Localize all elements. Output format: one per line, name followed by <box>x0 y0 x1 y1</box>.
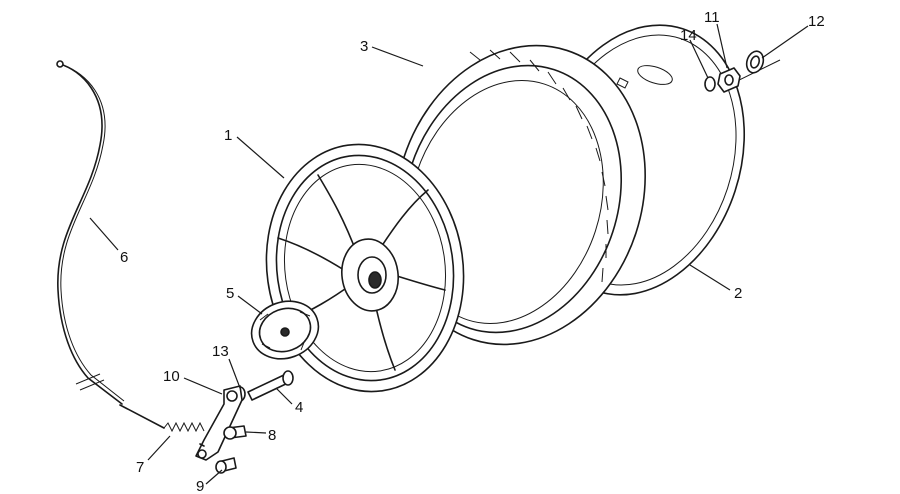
part-6-brake-cable <box>56 60 125 405</box>
callout-6: 6 <box>120 249 128 266</box>
callout-1: 1 <box>224 127 232 144</box>
callout-10: 10 <box>163 368 180 385</box>
callout-5: 5 <box>226 285 234 302</box>
part-14-washer <box>704 76 716 92</box>
part-8-bolt <box>223 425 247 440</box>
part-11-nut <box>717 67 741 93</box>
part-4-cam-shaft <box>247 370 294 401</box>
part-10-brake-lever <box>195 385 243 461</box>
callout-8: 8 <box>268 427 276 444</box>
callout-9: 9 <box>196 478 204 494</box>
callout-11: 11 <box>704 9 720 26</box>
callout-12: 12 <box>808 13 825 30</box>
callout-14: 14 <box>680 27 697 44</box>
part-5-brake-shoes <box>250 300 320 360</box>
wheel-hub <box>341 238 399 312</box>
callout-7: 7 <box>136 459 144 476</box>
callout-13: 13 <box>212 343 229 360</box>
callout-2: 2 <box>734 285 742 302</box>
callout-4: 4 <box>295 399 303 416</box>
part-9-pin <box>215 457 237 474</box>
part-12-lock-ring <box>745 50 765 74</box>
leader-lines <box>89 23 809 485</box>
part-7-spring-rod <box>119 404 205 447</box>
tyre-tread <box>469 49 609 283</box>
callout-labels: 1 2 3 4 5 6 7 8 9 10 11 12 13 14 <box>120 9 825 494</box>
callout-3: 3 <box>360 38 368 55</box>
